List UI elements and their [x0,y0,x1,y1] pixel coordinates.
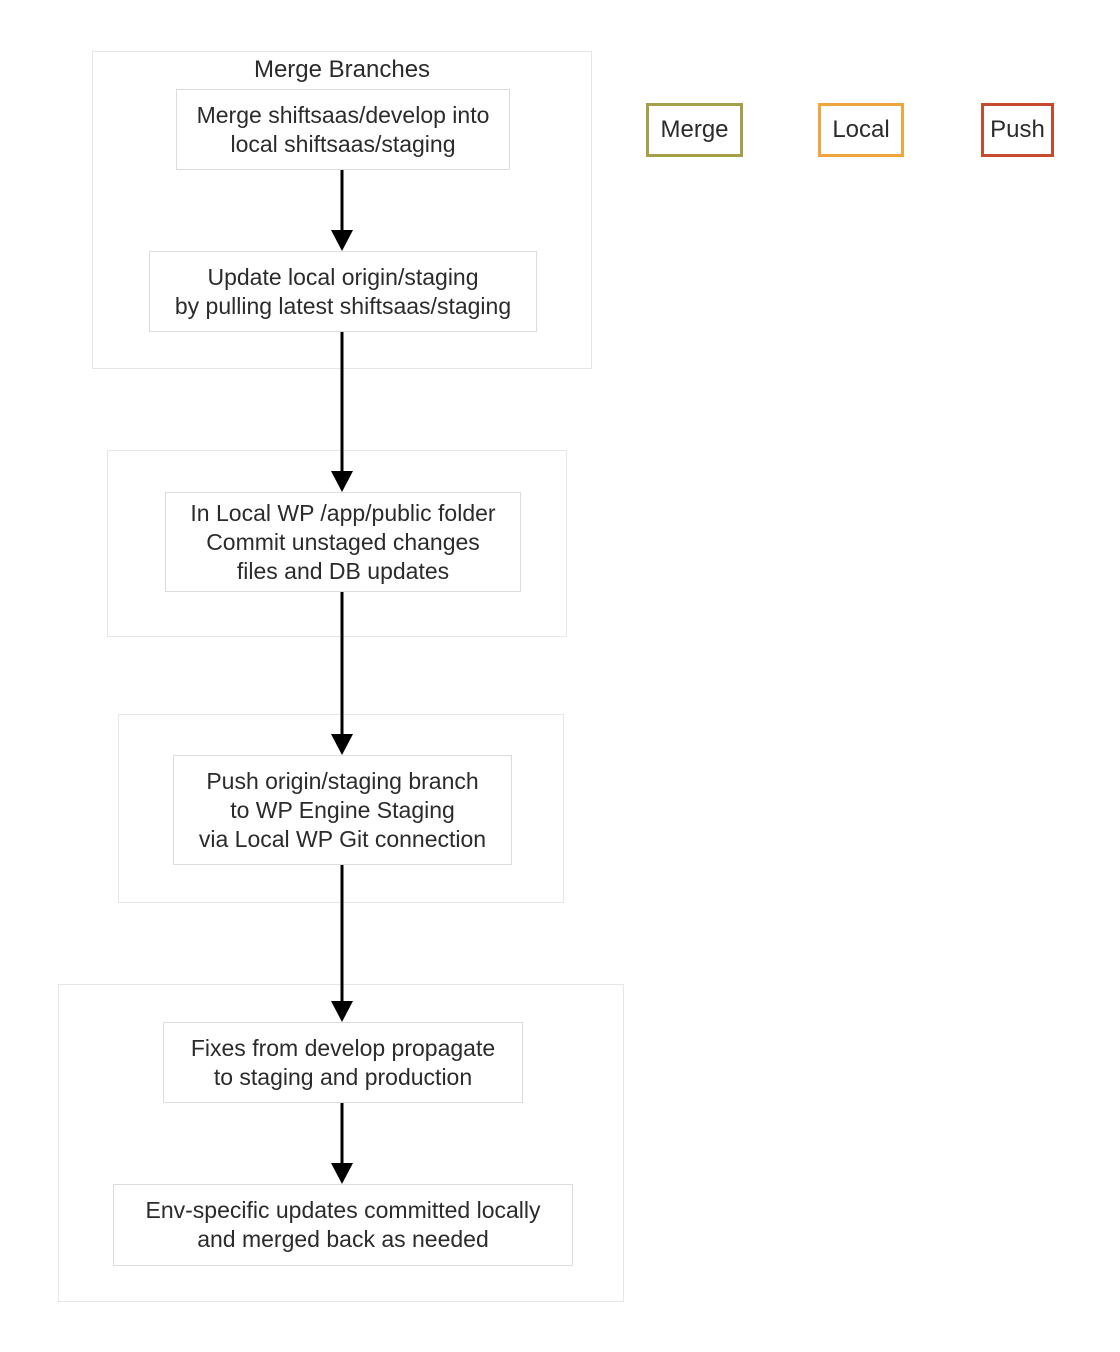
arrow-shaft [340,332,344,473]
legend-push-label: Push [990,116,1045,143]
node-merge-develop-label: Merge shiftsaas/develop into local shift… [196,101,490,157]
arrow-head [331,471,353,492]
arrow-shaft [340,170,344,232]
arrow-shaft [340,1103,344,1165]
legend-merge-label: Merge [660,116,729,143]
legend-item-push: Push [981,103,1054,157]
flow-arrow-down-icon [331,332,353,492]
arrow-head [331,1163,353,1184]
node-env-updates-label: Env-specific updates committed locally a… [145,1197,541,1252]
arrow-shaft [340,865,344,1003]
node-push-branch-label: Push origin/staging branch to WP Engine … [198,767,487,852]
arrow-head [331,230,353,251]
node-fixes-propagate-label: Fixes from develop propagate to staging … [190,1034,496,1090]
arrow-shaft [340,592,344,736]
node-update-local: Update local origin/staging by pulling l… [149,251,537,332]
node-update-local-label: Update local origin/staging by pulling l… [174,263,512,319]
arrow-head [331,734,353,755]
legend-item-local: Local [818,103,904,157]
arrow-head [331,1001,353,1022]
group-title-merge-branches: Merge Branches [253,56,431,83]
legend-item-merge: Merge [646,103,743,157]
flow-arrow-down-icon [331,170,353,251]
node-push-branch: Push origin/staging branch to WP Engine … [173,755,512,865]
node-commit-changes-label: In Local WP /app/public folder Commit un… [190,499,496,584]
node-fixes-propagate: Fixes from develop propagate to staging … [163,1022,523,1103]
flow-arrow-down-icon [331,1103,353,1184]
node-merge-develop: Merge shiftsaas/develop into local shift… [176,89,510,170]
node-commit-changes: In Local WP /app/public folder Commit un… [165,492,521,592]
legend-local-label: Local [832,116,890,143]
flow-arrow-down-icon [331,865,353,1022]
flow-arrow-down-icon [331,592,353,755]
node-env-updates: Env-specific updates committed locally a… [113,1184,573,1266]
